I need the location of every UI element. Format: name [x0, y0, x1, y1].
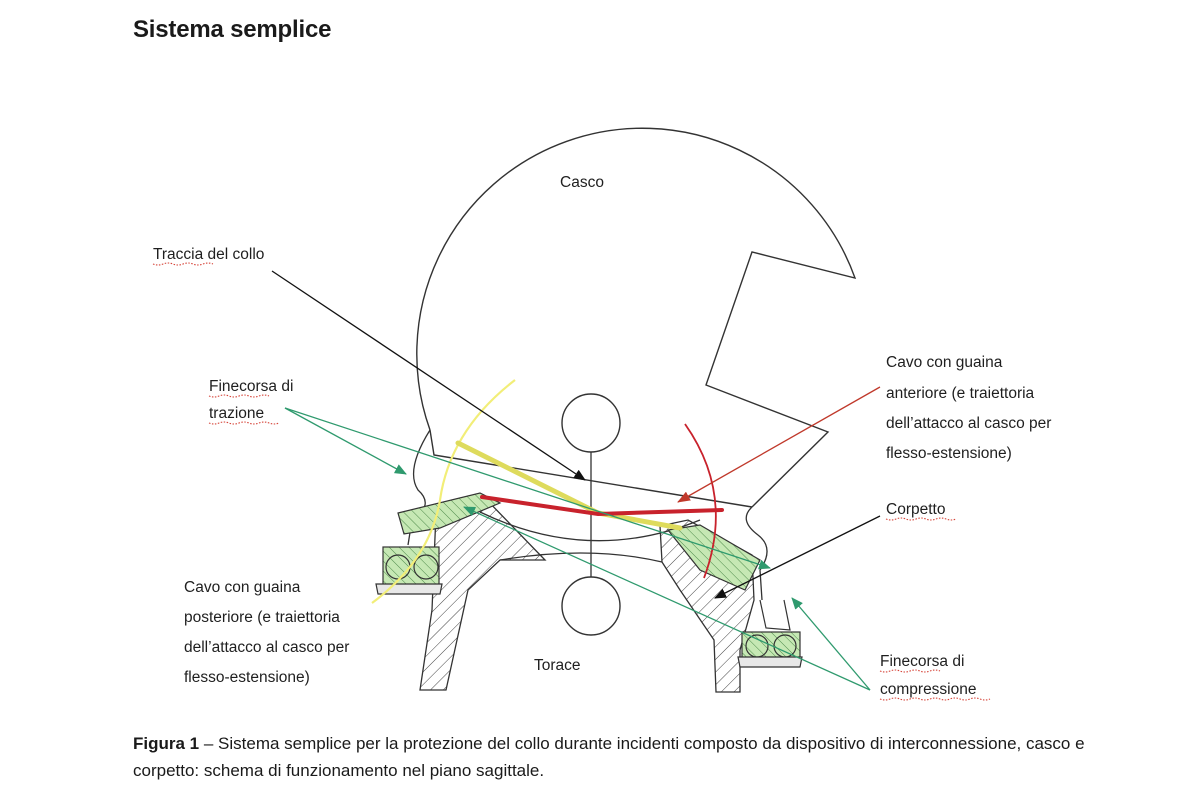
left-roller-a — [385, 554, 411, 580]
neck-joint-upper — [561, 393, 621, 453]
cavo-anteriore-label-1: Cavo con guaina — [886, 354, 1003, 371]
traccia-arrow — [271, 270, 586, 481]
cavo-posteriore-label-4: flesso-estensione) — [184, 669, 310, 686]
compressione-arrow-2 — [791, 597, 871, 691]
compressione-arrow-1 — [463, 506, 871, 691]
torso-shoulder-line — [499, 552, 663, 563]
cavo-posteriore-label-2: posteriore (e traiettoria — [184, 609, 340, 626]
fine-trazione-label-1: Finecorsa di — [209, 378, 293, 395]
traccia-label: Traccia del collo — [153, 246, 264, 263]
anterior-trajectory-arc — [684, 423, 717, 579]
helmet-rim — [429, 429, 753, 508]
right-base — [737, 656, 803, 668]
page-title: Sistema semplice — [133, 16, 332, 43]
fine-compressione-label-2: compressione — [880, 681, 977, 698]
fine-trazione-label-2: trazione — [209, 405, 264, 422]
helmet-outline — [416, 127, 857, 508]
casco-label: Casco — [560, 174, 604, 191]
cavo-anteriore-label-2: anteriore (e traiettoria — [886, 385, 1035, 402]
right-pad — [666, 524, 761, 591]
figure-caption: Figura 1 – Sistema semplice per la prote… — [133, 730, 1093, 784]
neck-joint-lower — [561, 576, 621, 636]
right-roller-b — [773, 634, 797, 658]
fine-compressione-label-1: Finecorsa di — [880, 653, 964, 670]
cavo-anteriore-arrow — [677, 386, 881, 503]
cavo-anteriore-label-3: dell’attacco al casco per — [886, 415, 1051, 432]
caption-prefix: Figura 1 — [133, 734, 200, 753]
cavo-anteriore-label-4: flesso-estensione) — [886, 445, 1012, 462]
anterior-cable-bar — [480, 495, 724, 517]
left-roller-b — [413, 554, 439, 580]
cavo-posteriore-label-1: Cavo con guaina — [184, 579, 301, 596]
right-sheath — [759, 599, 791, 631]
corpetto-label: Corpetto — [886, 501, 945, 518]
corpetto-arrow — [714, 515, 881, 599]
trazione-arrow-1 — [284, 407, 407, 475]
trazione-arrow-2 — [284, 407, 771, 570]
cavo-posteriore-label-3: dell’attacco al casco per — [184, 639, 349, 656]
torso-left-hatch — [419, 496, 547, 691]
right-roller-a — [745, 634, 769, 658]
torace-label: Torace — [534, 657, 581, 674]
caption-text: – Sistema semplice per la protezione del… — [133, 734, 1085, 780]
